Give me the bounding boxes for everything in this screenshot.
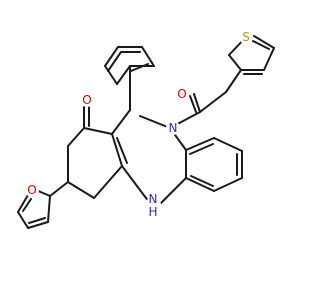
- furan-oxygen-atom: O: [25, 183, 39, 197]
- furan-ring: [17, 181, 69, 229]
- cyclohexanone-ring: [67, 127, 123, 199]
- ring-nitrogen-label: N: [169, 121, 178, 135]
- ketone-oxygen-label: O: [82, 93, 91, 107]
- bonds: [17, 35, 275, 229]
- thiophene-ring: [228, 35, 275, 75]
- acyl-oxygen-atom: O: [175, 87, 189, 101]
- furan-oxygen-label: O: [27, 183, 36, 197]
- ring-nitrogen-atom: N: [166, 121, 180, 135]
- sulfur-label: S: [242, 30, 250, 44]
- phenyl-ring: [104, 46, 155, 85]
- ring-nh-hydrogen-label: H: [148, 205, 157, 219]
- benzo-ring: [185, 137, 243, 192]
- ketone-double-bond: [83, 103, 90, 129]
- atom-labels: S O O N N H O: [25, 30, 253, 219]
- diazepine-ring: [111, 109, 187, 205]
- sulfur-atom: S: [239, 30, 253, 44]
- ketone-oxygen-atom: O: [80, 93, 94, 107]
- acyl-oxygen-label: O: [177, 87, 186, 101]
- ring-nh-nitrogen-label: N: [149, 192, 158, 206]
- ring-nh-atom: N H: [145, 192, 161, 219]
- molecular-structure: S O O N N H O: [17, 30, 275, 229]
